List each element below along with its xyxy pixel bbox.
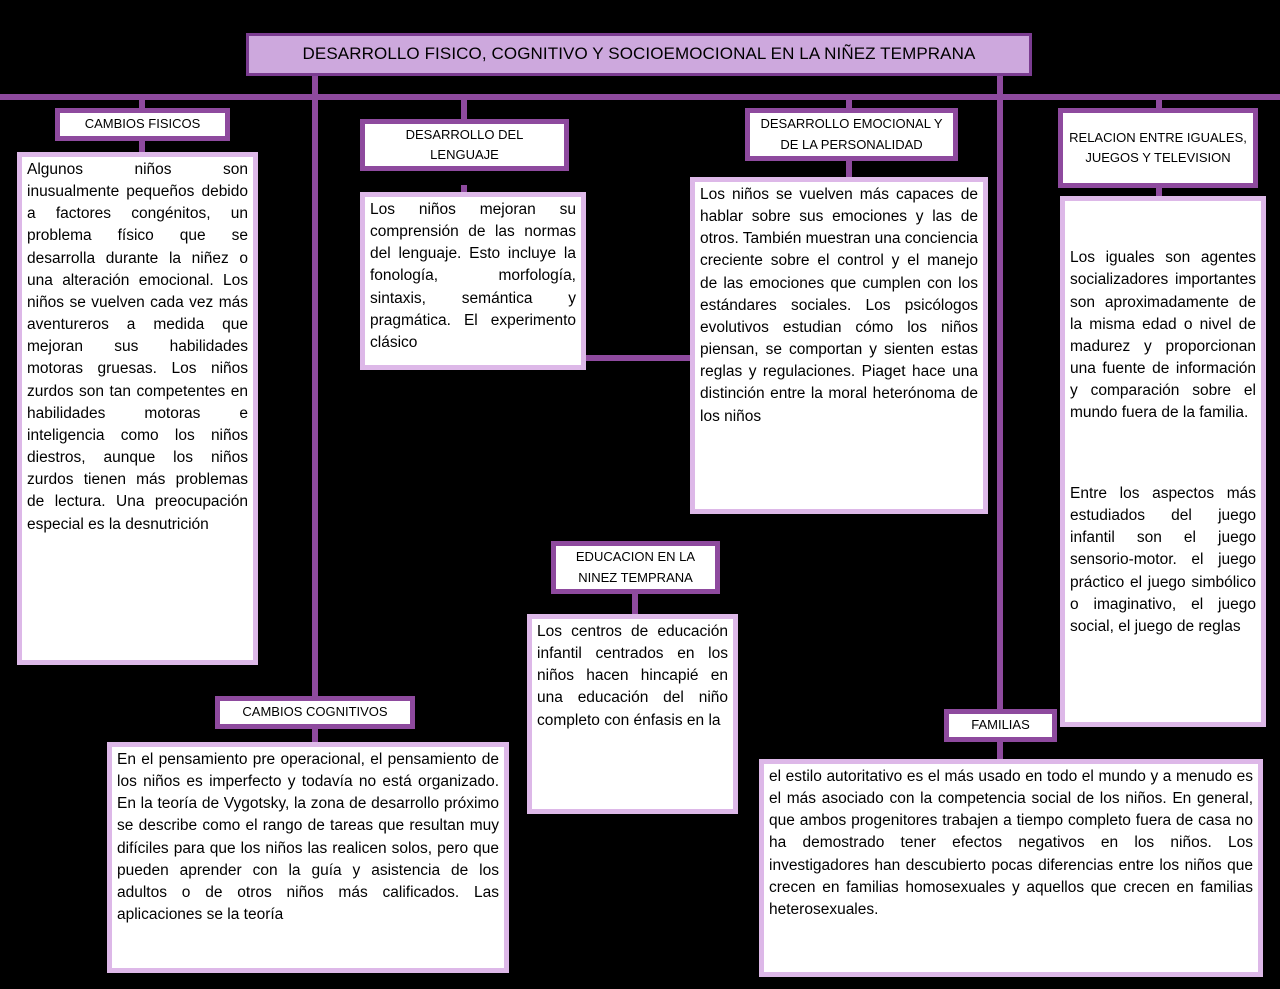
relacion-paragraph-2: Entre los aspectos más estudiados del ju…: [1070, 484, 1261, 635]
connector-main-bus: [0, 94, 1280, 100]
textbox-desarrollo-lenguaje-body: Los niños mejoran su comprensión de las …: [370, 201, 581, 351]
node-label-educacion: EDUCACION EN LA NINEZ TEMPRANA: [575, 549, 696, 585]
relacion-paragraph-1: Los iguales son agentes socializadores i…: [1070, 249, 1261, 422]
node-label-cambios-cognitivos: CAMBIOS COGNITIVOS: [242, 704, 388, 720]
textbox-desarrollo-emocional-body: Los niños se vuelven más capaces de habl…: [700, 186, 983, 425]
textbox-cambios-fisicos-body: Algunos niños son inusualmente pequeños …: [27, 161, 253, 533]
node-label-desarrollo-lenguaje: DESARROLLO DEL LENGUAJE: [405, 126, 524, 162]
connector-cognitivos-body: [312, 728, 318, 744]
textbox-cambios-cognitivos-body: En el pensamiento pre operacional, el pe…: [117, 751, 504, 924]
textbox-relacion-iguales[interactable]: Los iguales son agentes socializadores i…: [1060, 196, 1266, 727]
textbox-relacion-iguales-body: Los iguales son agentes socializadores i…: [1065, 201, 1261, 682]
connector-drop-emocional: [846, 94, 852, 108]
textbox-cambios-fisicos[interactable]: Algunos niños son inusualmente pequeños …: [17, 152, 258, 665]
node-relacion-iguales-header[interactable]: RELACION ENTRE IGUALES, JUEGOS Y TELEVIS…: [1058, 108, 1258, 188]
connector-relacion-body: [1156, 188, 1162, 198]
node-cambios-cognitivos-header[interactable]: CAMBIOS COGNITIVOS: [215, 696, 415, 729]
textbox-educacion[interactable]: Los centros de educación infantil centra…: [527, 614, 738, 814]
textbox-familias[interactable]: el estilo autoritativo es el más usado e…: [759, 759, 1263, 977]
node-label-desarrollo-emocional: DESARROLLO EMOCIONAL Y DE LA PERSONALIDA…: [760, 116, 943, 152]
connector-educacion-body: [632, 592, 638, 616]
textbox-educacion-body: Los centros de educación infantil centra…: [537, 623, 733, 729]
node-label-relacion-iguales: RELACION ENTRE IGUALES, JUEGOS Y TELEVIS…: [1069, 129, 1247, 165]
connector-title-stub-right: [997, 74, 1003, 98]
connector-familias-body: [997, 742, 1003, 760]
connector-drop-lenguaje: [461, 94, 467, 119]
textbox-desarrollo-emocional[interactable]: Los niños se vuelven más capaces de habl…: [690, 177, 988, 514]
node-familias-header[interactable]: FAMILIAS: [944, 709, 1057, 742]
connector-spine-right: [997, 98, 1003, 722]
connector-title-stub: [312, 74, 318, 98]
connector-drop-cambios-fisicos: [139, 94, 145, 110]
connector-lenguaje-body: [461, 185, 467, 197]
node-cambios-fisicos-header[interactable]: CAMBIOS FISICOS: [55, 108, 230, 141]
node-desarrollo-lenguaje-header[interactable]: DESARROLLO DEL LENGUAJE: [360, 119, 569, 171]
connector-lenguaje-to-emocional: [583, 355, 693, 361]
node-label-familias: FAMILIAS: [971, 717, 1030, 733]
connector-cambios-fisicos-body: [139, 140, 145, 154]
map-title-box: DESARROLLO FISICO, COGNITIVO Y SOCIOEMOC…: [246, 33, 1032, 76]
node-educacion-header[interactable]: EDUCACION EN LA NINEZ TEMPRANA: [551, 541, 720, 594]
page-title: DESARROLLO FISICO, COGNITIVO Y SOCIOEMOC…: [302, 44, 976, 64]
textbox-desarrollo-lenguaje[interactable]: Los niños mejoran su comprensión de las …: [360, 192, 586, 370]
textbox-familias-body: el estilo autoritativo es el más usado e…: [769, 768, 1258, 918]
connector-drop-relacion: [1156, 94, 1162, 108]
connector-emocional-body: [846, 160, 852, 178]
connector-spine-left: [312, 98, 318, 708]
node-desarrollo-emocional-header[interactable]: DESARROLLO EMOCIONAL Y DE LA PERSONALIDA…: [745, 108, 958, 161]
textbox-cambios-cognitivos[interactable]: En el pensamiento pre operacional, el pe…: [107, 742, 509, 973]
node-label-cambios-fisicos: CAMBIOS FISICOS: [84, 116, 201, 132]
